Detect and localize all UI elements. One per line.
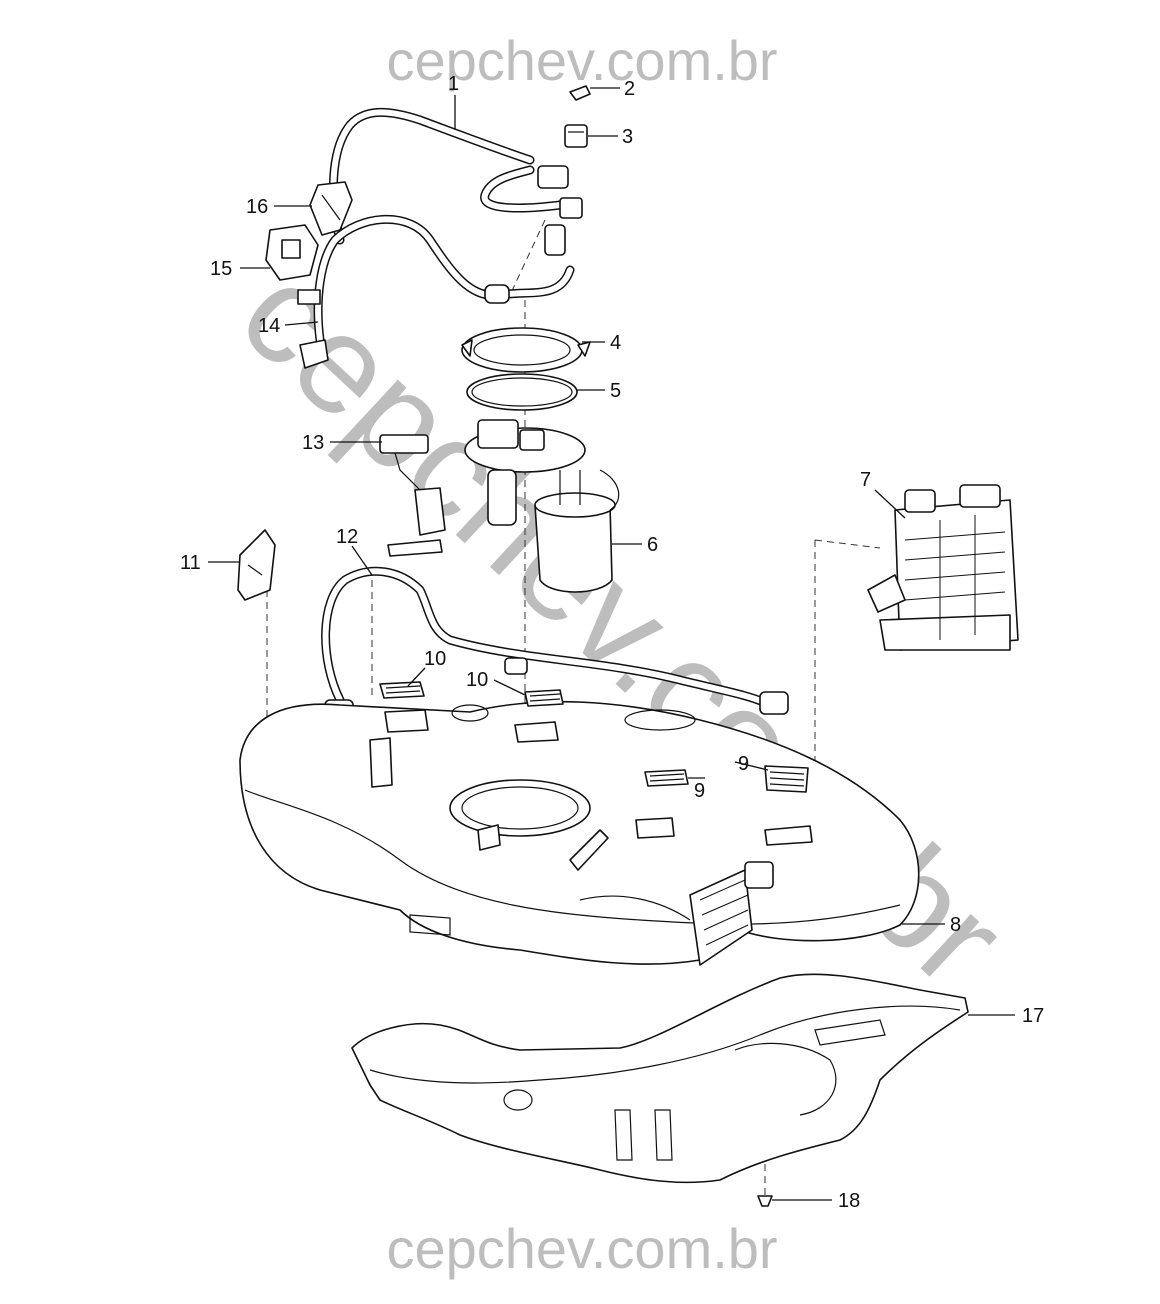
- part-10-pad-right: [524, 689, 564, 707]
- part-9-pad-right: [764, 765, 809, 793]
- part-4-lock-ring: [461, 327, 591, 373]
- callout-17: 17: [1022, 1005, 1044, 1027]
- part-14-hose-end: [297, 289, 329, 369]
- part-10-pad-left: [379, 681, 425, 699]
- callout-16: 16: [246, 196, 268, 218]
- callout-9-right: 9: [738, 753, 749, 775]
- part-16-bracket: [309, 181, 353, 236]
- callout-15: 15: [210, 258, 232, 280]
- callout-10-right: 10: [466, 669, 488, 691]
- callout-4: 4: [610, 332, 621, 354]
- part-8-fuel-tank: [239, 700, 920, 966]
- watermark-top: cepchev.com.br: [386, 29, 777, 92]
- part-7-evap-canister: [867, 484, 1019, 651]
- part-18-fastener: [757, 1195, 773, 1207]
- watermark-bottom: cepchev.com.br: [386, 1217, 777, 1280]
- vapor-pipe: [313, 214, 575, 345]
- callout-12: 12: [336, 526, 358, 548]
- callouts: 1 2 3 4 5 6 7 8 9 9 10 10 11 12 13 14 15…: [180, 73, 1044, 1212]
- callout-2: 2: [624, 78, 635, 100]
- callout-1: 1: [448, 73, 459, 95]
- part-15-bracket: [265, 224, 319, 281]
- callout-11: 11: [180, 552, 201, 574]
- callout-10-left: 10: [424, 648, 446, 670]
- callout-6: 6: [647, 534, 658, 556]
- part-5-seal: [466, 373, 578, 411]
- callout-5: 5: [610, 380, 621, 402]
- part-2-clip: [569, 85, 591, 101]
- callout-3: 3: [622, 126, 633, 148]
- part-17-heat-shield: [351, 973, 969, 1184]
- callout-9-center: 9: [694, 780, 705, 802]
- leader-lines: [208, 87, 1015, 1201]
- part-11-bracket: [237, 529, 276, 601]
- callout-18: 18: [838, 1190, 860, 1212]
- callout-8: 8: [950, 914, 961, 936]
- part-13-level-sender: [379, 434, 446, 557]
- callout-13: 13: [302, 432, 324, 454]
- part-9-pad-center: [644, 769, 689, 787]
- part-6-fuel-pump-module: [464, 419, 620, 593]
- callout-14: 14: [258, 315, 280, 337]
- callout-7: 7: [860, 469, 871, 491]
- part-3-connector: [564, 124, 588, 148]
- part-1-fuel-pipe: [328, 107, 583, 245]
